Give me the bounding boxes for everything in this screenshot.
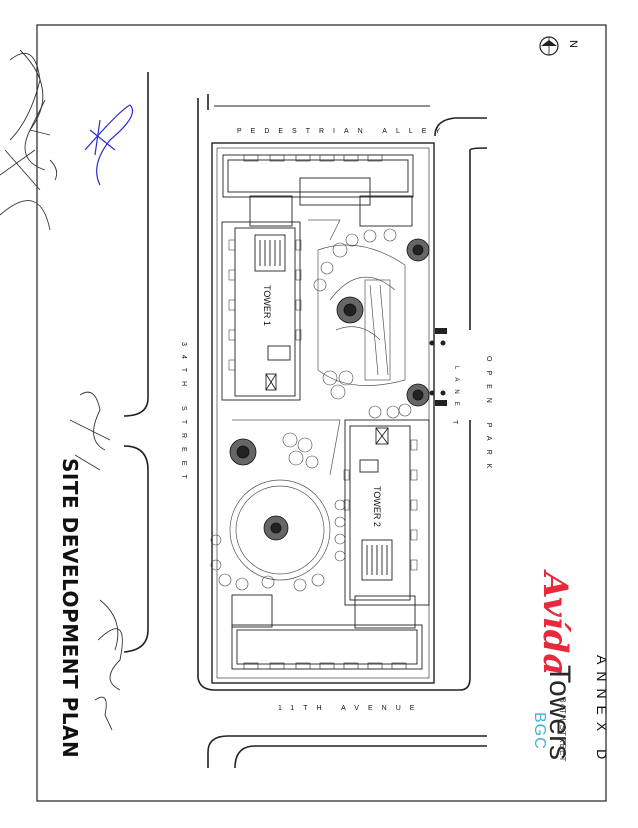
tower-1-label: TOWER 1 (262, 285, 272, 326)
annex-label: ANNEX D (594, 655, 610, 767)
tree-symbols (229, 238, 430, 541)
open-park-label: OPEN PARK (485, 356, 492, 478)
lane-entrance-markers (429, 328, 447, 406)
sheet-border (36, 24, 607, 802)
handwritten-signatures (0, 49, 123, 731)
lane-suffix-label: T (451, 420, 458, 425)
site-boundary (211, 142, 435, 684)
logo-brand-text: Avída (535, 572, 575, 676)
north-podium-building (222, 154, 414, 227)
north-label: N (567, 40, 579, 48)
road-curbs (123, 72, 488, 769)
courtyard-landscape (229, 219, 406, 581)
shrub-clusters (210, 228, 412, 592)
logo-district-text: BGC (531, 712, 548, 750)
tower-1-outline (221, 221, 302, 401)
logo-street-text: 34TH STREET (558, 698, 567, 763)
lane-label: LANE (453, 366, 459, 414)
blue-signature (84, 104, 134, 186)
north-arrow-icon (539, 36, 559, 56)
tower-2-outline (343, 419, 430, 606)
tower-2-label: TOWER 2 (372, 486, 382, 527)
pedestrian-alley-label: PEDESTRIAN ALLEY (237, 128, 450, 135)
south-podium-building (231, 594, 423, 670)
avenue-11th-label: 11TH AVENUE (278, 705, 424, 712)
drawing-title: SITE DEVELOPMENT PLAN (58, 458, 82, 759)
street-34th-label: 34TH STREET (180, 342, 187, 488)
